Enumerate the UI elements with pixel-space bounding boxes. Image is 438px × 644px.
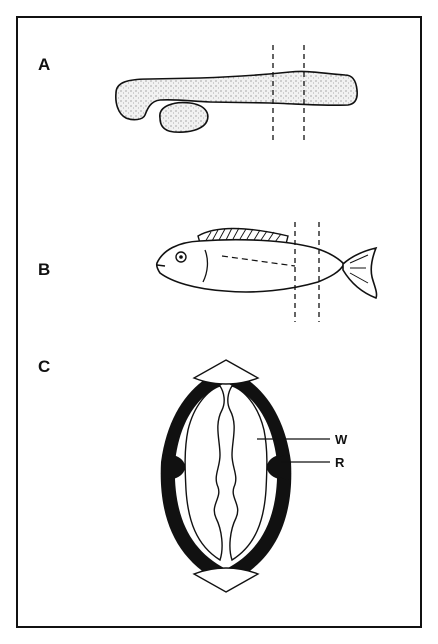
fish-pupil [179,255,183,259]
top-cap [194,360,258,384]
fish-mouth [157,265,165,266]
tail-fin [343,248,377,298]
callout-w-label: W [335,432,348,447]
larva-body [116,71,357,119]
panel-a-label: A [38,55,50,74]
cross-section-drawing [161,360,330,592]
bottom-cap [194,568,258,592]
yolk-sac [160,103,208,133]
larva-drawing [116,45,357,140]
panel-c-label: C [38,357,50,376]
panel-b-label: B [38,260,50,279]
fish-drawing [157,222,377,322]
callout-r-label: R [335,455,345,470]
fish-body [157,240,344,292]
